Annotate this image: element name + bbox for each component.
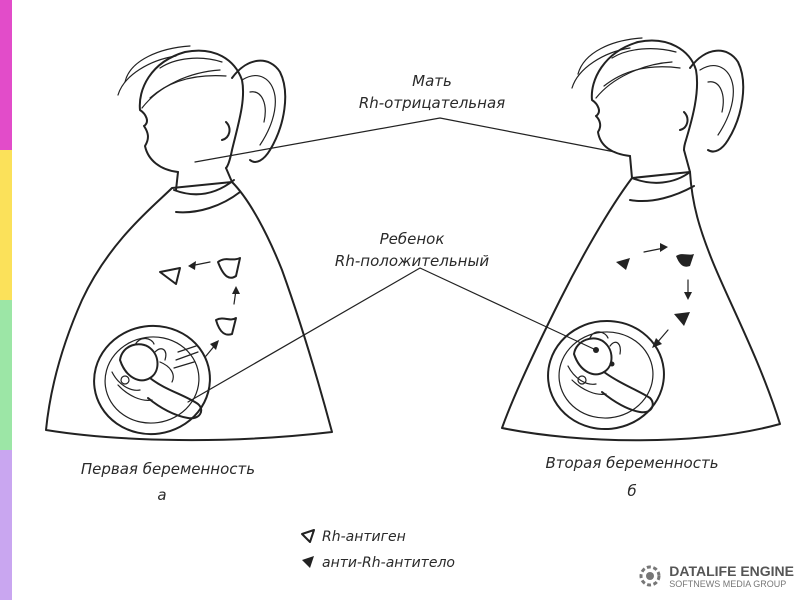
- gear-logo-icon: [639, 565, 661, 587]
- antibody-marker-1: [159, 267, 181, 285]
- antibody-marker-5: [676, 254, 694, 267]
- watermark-subtitle: SOFTNEWS MEDIA GROUP: [669, 578, 787, 589]
- antigen-legend-icon: [301, 529, 315, 543]
- antibody-marker-4: [616, 258, 630, 270]
- antibody-marker-6: [674, 312, 690, 326]
- antibody-marker-2: [217, 257, 241, 279]
- fetus-right: [567, 331, 654, 414]
- callout-lines: [187, 117, 616, 403]
- second-pregnancy-letter: б: [627, 482, 636, 500]
- mother-label: Мать: [412, 72, 452, 90]
- fetus-left: [111, 337, 203, 420]
- mother-figure-left: [45, 45, 333, 442]
- second-pregnancy-label: Вторая беременность: [545, 454, 718, 472]
- watermark: DATALIFE ENGINE SOFTNEWS MEDIA GROUP: [637, 558, 794, 594]
- legend-antibody-label: анти-Rh-антитело: [322, 555, 455, 571]
- child-rh-label: Rh-положительный: [335, 252, 489, 270]
- child-label: Ребенок: [380, 230, 445, 248]
- mother-rh-label: Rh-отрицательная: [359, 94, 505, 112]
- legend: Rh-антиген анти-Rh-антитело: [301, 529, 455, 571]
- antibody-legend-icon: [302, 556, 314, 568]
- watermark-title: DATALIFE ENGINE: [669, 562, 794, 579]
- antibody-marker-3: [215, 317, 237, 336]
- color-strip: [0, 0, 12, 600]
- first-pregnancy-letter: а: [157, 486, 166, 504]
- legend-antigen-label: Rh-антиген: [322, 529, 406, 545]
- mother-figure-right: [501, 37, 781, 442]
- first-pregnancy-label: Первая беременность: [81, 460, 255, 478]
